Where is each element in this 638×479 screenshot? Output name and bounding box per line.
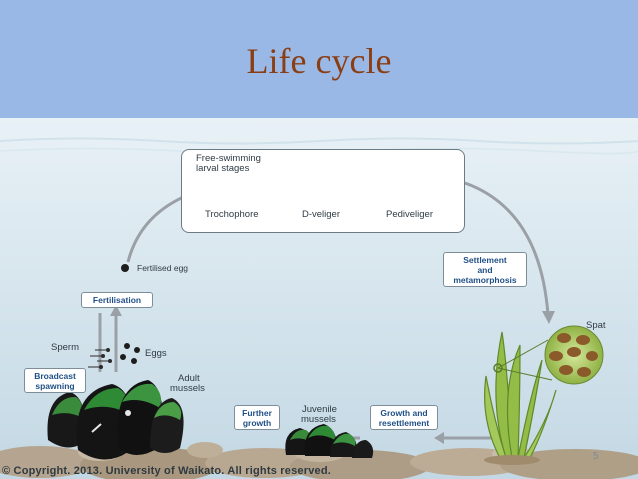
slide-title: Life cycle bbox=[246, 41, 392, 81]
eggs-label: Eggs bbox=[145, 348, 167, 359]
spat-label: Spat bbox=[586, 320, 606, 331]
settlement-line3: metamorphosis bbox=[453, 275, 517, 285]
sperm-icon bbox=[88, 348, 112, 369]
eggs-icon bbox=[120, 343, 140, 364]
further-growth-box: Further growth bbox=[234, 405, 280, 430]
adult-mussels-label-line1: Adult bbox=[178, 373, 200, 384]
growth-resettlement-line2: resettlement bbox=[378, 418, 430, 428]
juvenile-mussels-label-line1: Juvenile bbox=[302, 404, 337, 415]
settlement-line1: Settlement bbox=[463, 255, 507, 265]
pediveliger-label: Pediveliger bbox=[386, 209, 433, 220]
fertilised-egg-label: Fertilised egg bbox=[137, 263, 189, 273]
seaweed-icon bbox=[484, 331, 557, 459]
juvenile-mussels-label-line2: mussels bbox=[301, 414, 336, 425]
title-bar: Life cycle bbox=[0, 0, 638, 118]
copyright-notice: © Copyright. 2013. University of Waikato… bbox=[2, 465, 331, 477]
cycle-arrows bbox=[98, 181, 550, 440]
broadcast-spawning-box: Broadcast spawning bbox=[24, 368, 86, 393]
further-growth-line1: Further bbox=[242, 408, 272, 418]
growth-resettlement-box: Growth and resettlement bbox=[370, 405, 438, 430]
adult-mussels-label-line2: mussels bbox=[170, 383, 205, 394]
further-growth-line2: growth bbox=[242, 418, 272, 428]
fertilisation-label: Fertilisation bbox=[92, 295, 142, 305]
seaweed-base bbox=[484, 455, 540, 465]
trochophore-label: Trochophore bbox=[205, 209, 259, 220]
adult-mussels-icon bbox=[47, 380, 184, 460]
fertilised-egg-icon bbox=[121, 264, 129, 272]
spat-magnifier-icon bbox=[493, 325, 604, 385]
settlement-line2: and bbox=[477, 265, 493, 275]
larval-stages-title-line2: larval stages bbox=[196, 163, 250, 174]
broadcast-spawning-line1: Broadcast bbox=[34, 371, 76, 381]
broadcast-spawning-line2: spawning bbox=[35, 381, 75, 391]
settlement-box: Settlement and metamorphosis bbox=[443, 252, 527, 287]
growth-resettlement-line1: Growth and bbox=[380, 408, 428, 418]
juvenile-mussels-icon bbox=[285, 424, 374, 458]
page-number: 5 bbox=[593, 451, 599, 462]
fertilisation-box: Fertilisation bbox=[81, 292, 153, 308]
larval-stages-title-line1: Free-swimming bbox=[196, 153, 261, 164]
sperm-label: Sperm bbox=[51, 342, 79, 353]
d-veliger-label: D-veliger bbox=[302, 209, 341, 220]
larval-stages-box bbox=[181, 149, 465, 233]
